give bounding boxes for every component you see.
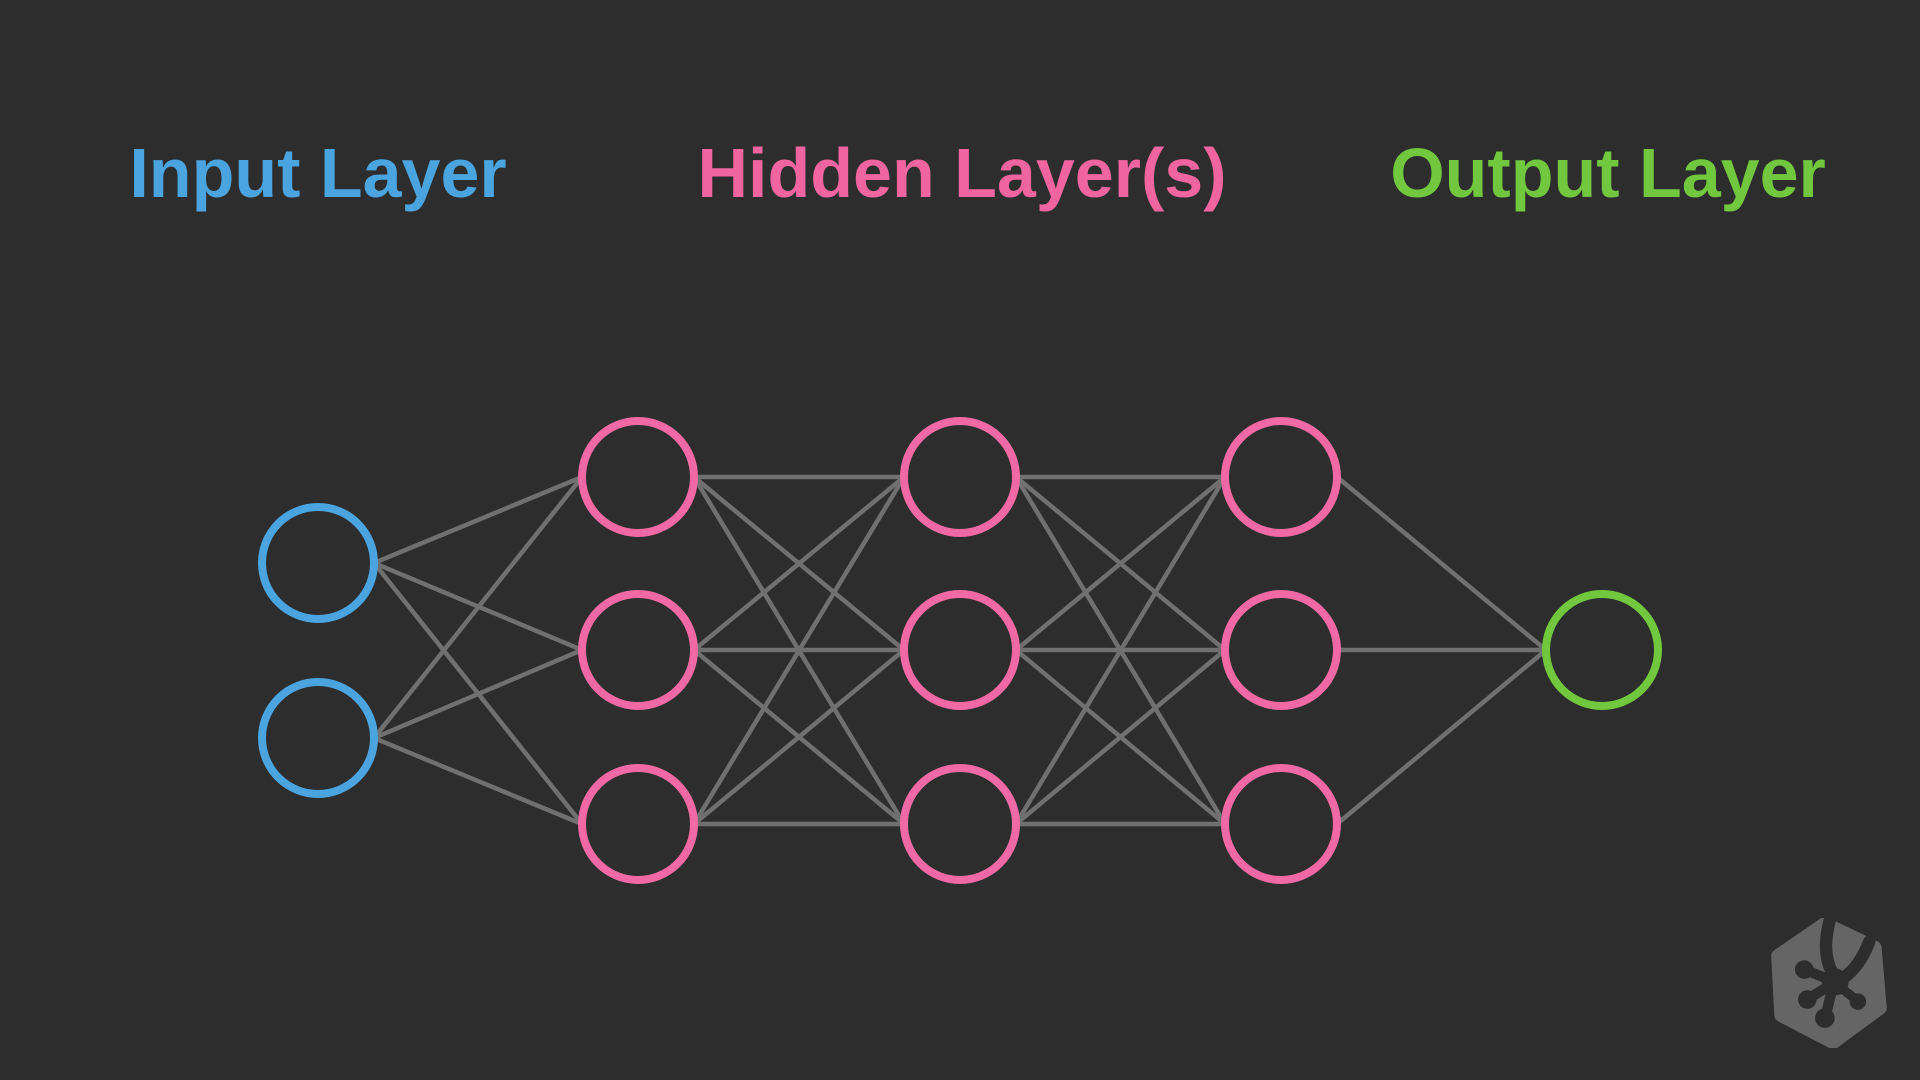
hidden-layer-2-node-1 (900, 417, 1020, 537)
edge (692, 475, 906, 826)
edges-group (372, 474, 1548, 827)
hidden-layer-3-node-2 (1221, 590, 1341, 710)
edge (1014, 648, 1227, 826)
edge (373, 735, 583, 827)
edge (692, 648, 906, 826)
hidden-layer-2-node-2 (900, 590, 1020, 710)
hidden-layer-3-node-1 (1221, 417, 1341, 537)
hidden-layer-1-node-3 (578, 764, 698, 884)
input-layer-node-2 (258, 678, 378, 798)
hidden-layer-3-node-3 (1221, 764, 1341, 884)
nodes-group (258, 417, 1662, 884)
hidden-layer-label: Hidden Layer(s) (697, 134, 1227, 212)
output-layer-node-1 (1542, 590, 1662, 710)
edge (373, 474, 583, 566)
edge (692, 475, 906, 652)
edge (373, 647, 583, 741)
edge (1335, 648, 1548, 826)
edge (1335, 475, 1548, 652)
hidden-layer-1-node-1 (578, 417, 698, 537)
edge (372, 475, 584, 740)
hidden-layer-1-node-2 (578, 590, 698, 710)
input-layer-node-1 (258, 503, 378, 623)
frog-foot-hexagon-icon (1771, 918, 1887, 1048)
input-layer-label: Input Layer (129, 134, 507, 212)
edge (1014, 475, 1227, 652)
hidden-layer-2-node-3 (900, 764, 1020, 884)
output-layer-label: Output Layer (1390, 134, 1826, 212)
edge (1014, 475, 1227, 826)
